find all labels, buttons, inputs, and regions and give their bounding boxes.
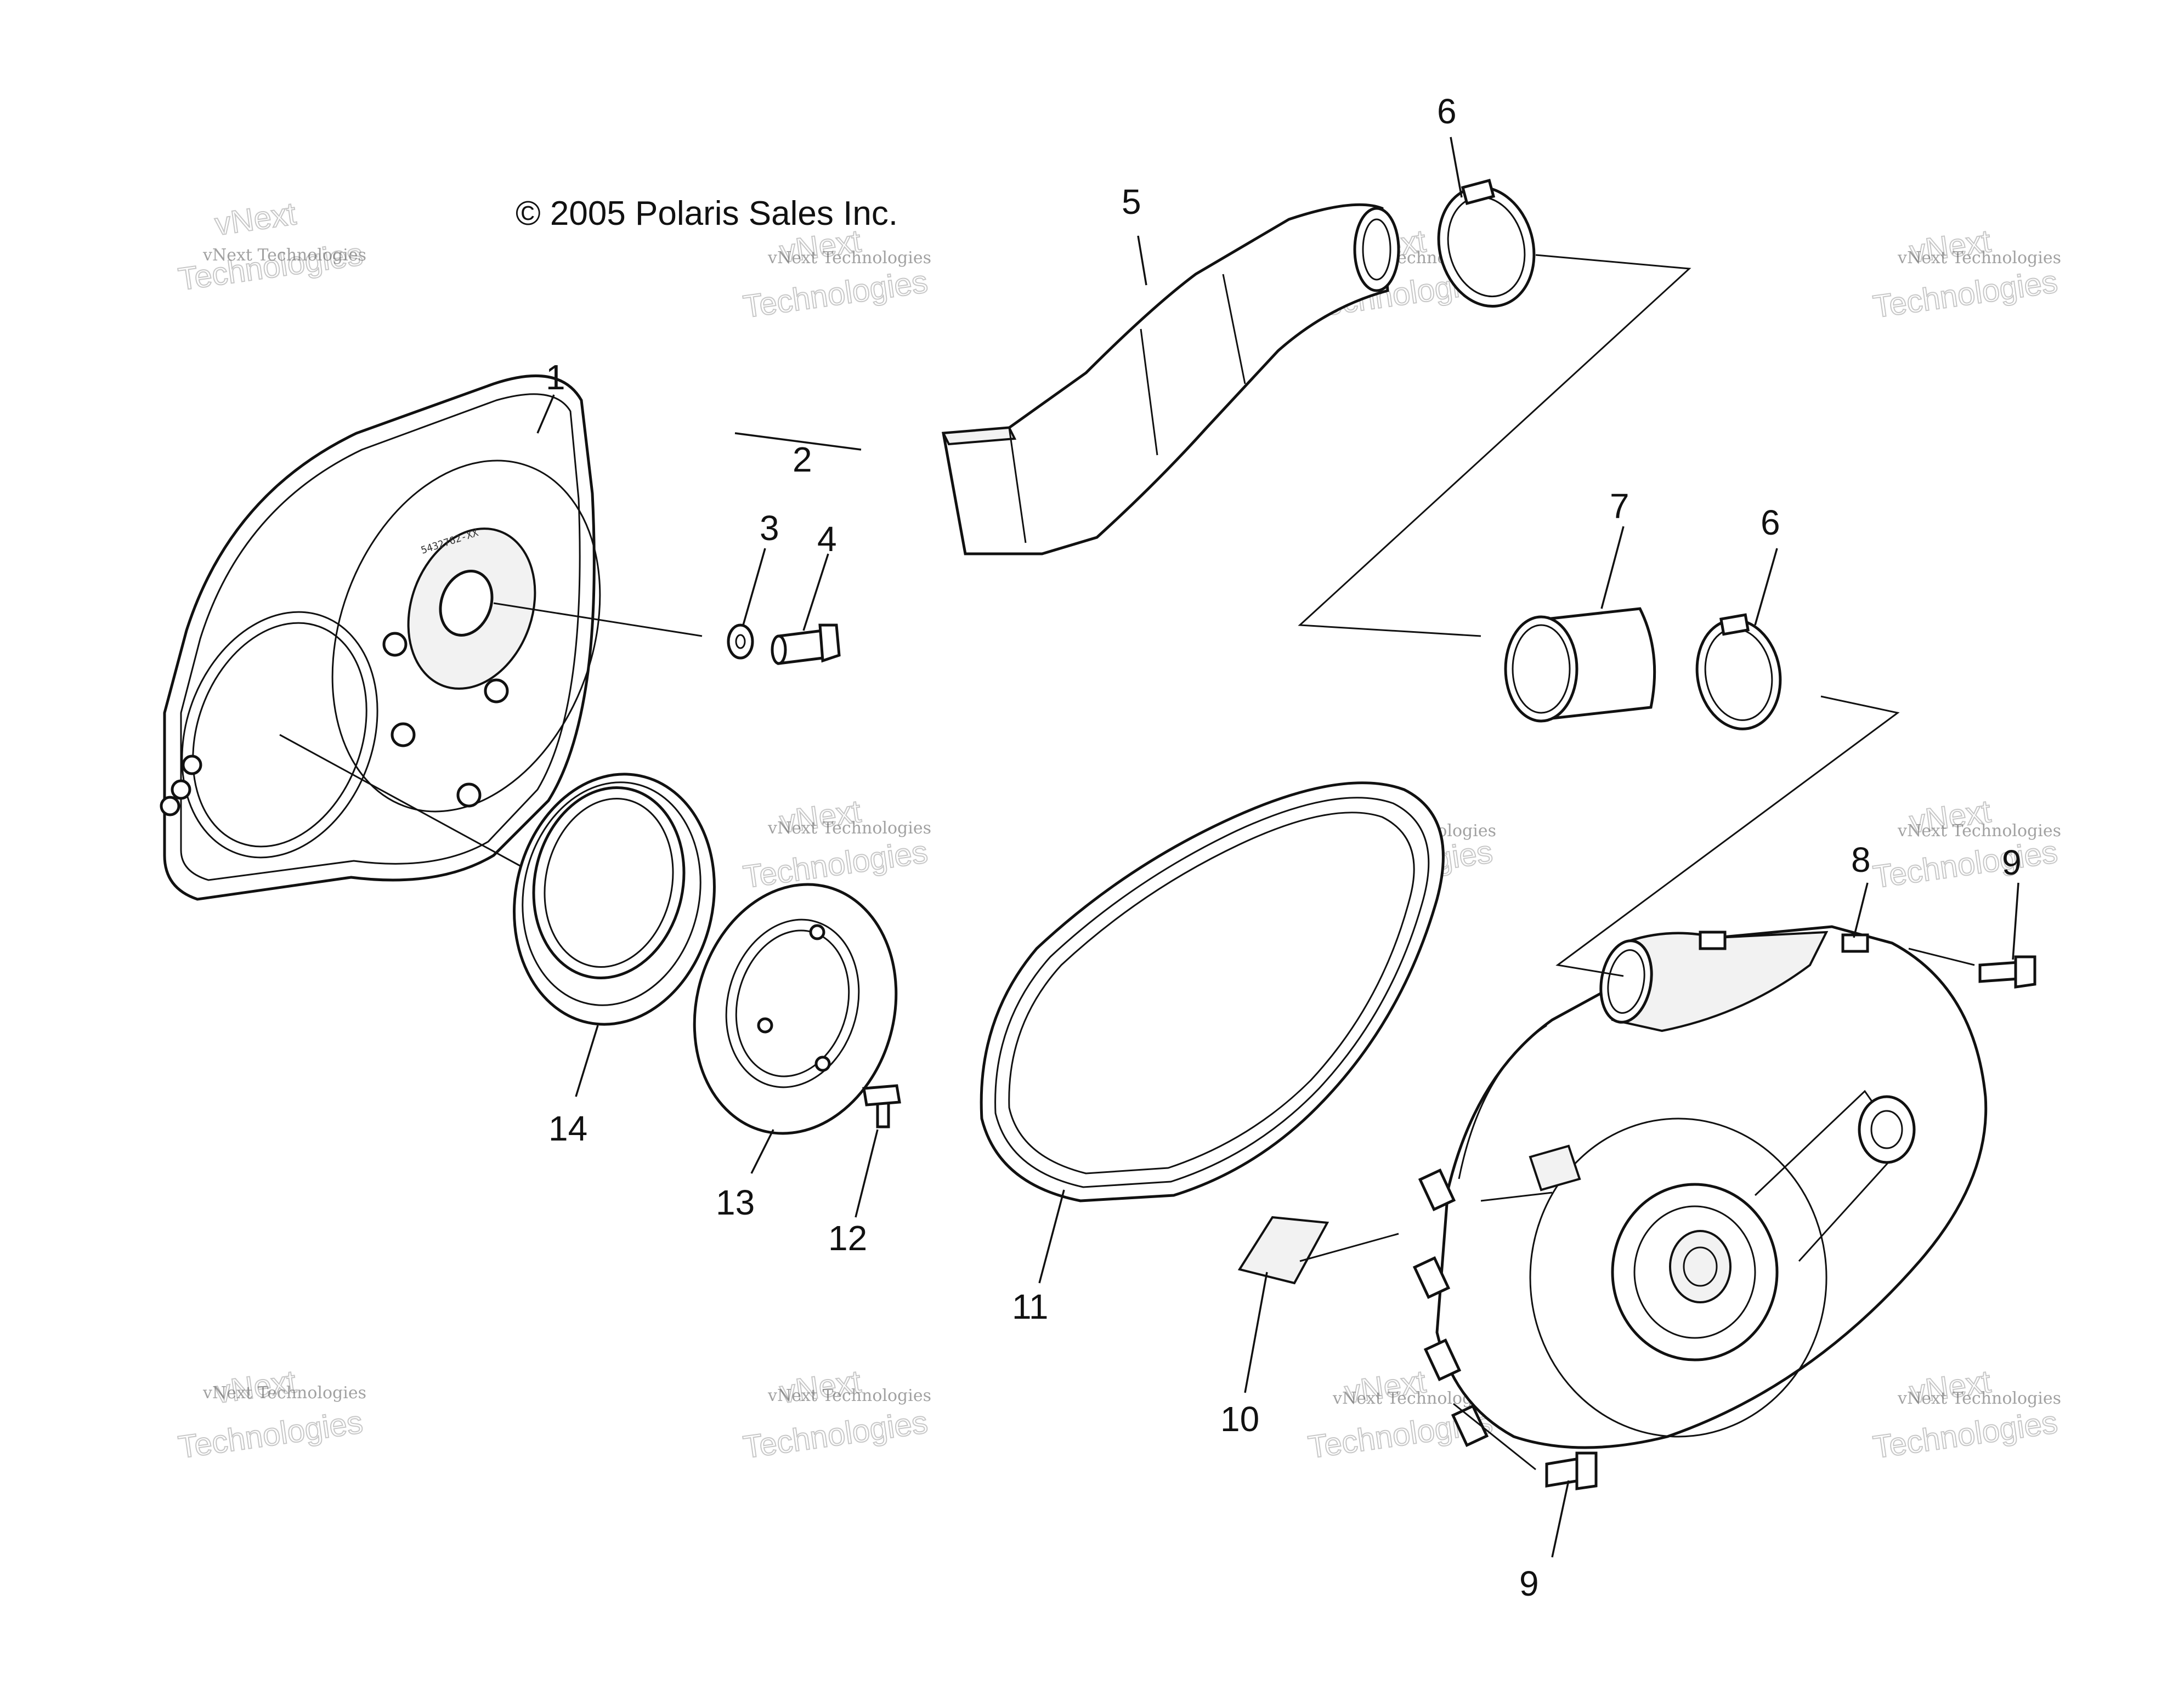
callout-12: 12 <box>828 1218 867 1258</box>
decal-part-10 <box>1237 1216 1329 1285</box>
callout-9-upper: 9 <box>2002 843 2022 882</box>
clamp-part-6-upper <box>1437 178 1536 308</box>
watermark-small: vNext Technologies <box>202 1383 366 1403</box>
clamp-part-6-lower <box>1695 613 1782 730</box>
callout-1: 1 <box>546 358 565 397</box>
watermark-big-bottom: Technologies <box>1871 264 2059 325</box>
seal-part-14 <box>513 773 716 1026</box>
callout-11: 11 <box>1012 1287 1048 1326</box>
callout-3: 3 <box>760 508 779 548</box>
callout-13: 13 <box>716 1183 755 1222</box>
drive-belt-part-11 <box>980 781 1445 1202</box>
callout-2: 2 <box>793 440 812 479</box>
watermark-big-bottom: Technologies <box>741 1404 930 1465</box>
callout-9-lower: 9 <box>1519 1564 1539 1603</box>
watermark: vNext Technologies <box>1870 223 2060 325</box>
watermark-big-bottom: Technologies <box>1871 834 2059 895</box>
watermark-big-bottom: Technologies <box>741 834 930 895</box>
callout-8: 8 <box>1851 840 1871 880</box>
bolt-part-4 <box>771 623 841 665</box>
callouts: 1 2 3 4 5 6 6 7 8 9 9 10 11 12 13 14 <box>546 92 2022 1603</box>
watermark-big-top: vNext <box>213 196 298 242</box>
inner-cover-part-1: 5432762-XX <box>160 374 601 901</box>
callout-6-lower: 6 <box>1761 503 1780 542</box>
outer-cover-part-8 <box>1412 925 1988 1449</box>
screw-part-12 <box>862 1084 901 1128</box>
callout-6-upper: 6 <box>1437 92 1457 131</box>
callout-14: 14 <box>548 1109 587 1148</box>
watermark-small: vNext Technologies <box>767 819 931 838</box>
callout-10: 10 <box>1220 1399 1259 1439</box>
bolt-part-9-lower <box>1545 1451 1598 1490</box>
callout-4: 4 <box>817 519 837 559</box>
watermark-big-bottom: Technologies <box>176 1404 365 1465</box>
watermark: vNext Technologies <box>740 1363 930 1466</box>
watermark-small: vNext Technologies <box>1897 821 2061 841</box>
watermark-small: vNext Technologies <box>1897 248 2061 268</box>
callout-5: 5 <box>1122 182 1141 222</box>
watermark-small: vNext Technologies <box>1897 1389 2061 1408</box>
callout-7: 7 <box>1610 486 1629 526</box>
coupler-part-7 <box>1504 607 1656 723</box>
watermark-small: vNext Technologies <box>767 248 931 268</box>
bolt-part-9-upper <box>1978 955 2036 989</box>
washer-part-3 <box>727 623 754 660</box>
watermark-big-bottom: Technologies <box>1871 1404 2059 1465</box>
intake-duct-part-5 <box>941 203 1400 555</box>
copyright-text: © 2005 Polaris Sales Inc. <box>516 195 898 232</box>
retainer-plate-part-13 <box>693 883 898 1135</box>
watermark: vNext Technologies <box>740 793 930 895</box>
assembly-lines <box>279 254 1975 1471</box>
watermark-small: vNext Technologies <box>767 1386 931 1405</box>
watermark: vNext Technologies <box>176 1363 365 1466</box>
watermark-small: vNext Technologies <box>202 246 366 265</box>
watermark: vNext Technologies <box>176 195 365 298</box>
callout-leaders <box>536 137 2019 1558</box>
watermark-big-bottom: Technologies <box>741 264 930 325</box>
watermark: vNext Technologies <box>1870 1363 2060 1466</box>
